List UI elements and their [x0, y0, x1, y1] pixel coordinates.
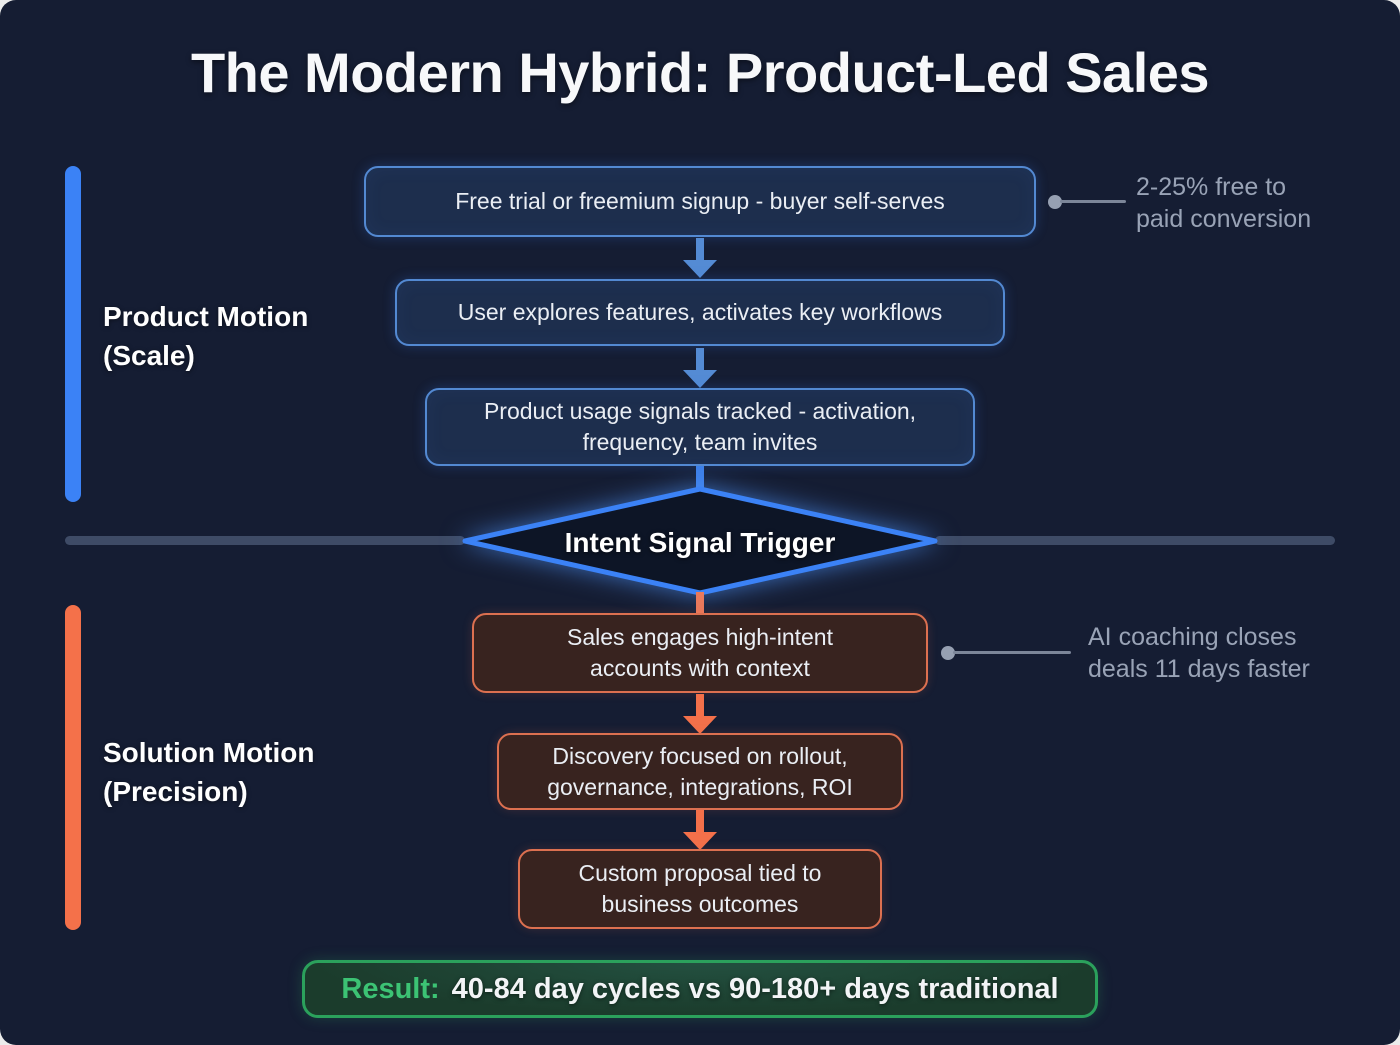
connector-dot-icon: [941, 646, 955, 660]
arrow-stem: [696, 348, 704, 370]
intent-trigger-label: Intent Signal Trigger: [564, 527, 836, 558]
arrow-down-icon: [683, 348, 717, 388]
arrow-head: [683, 370, 717, 388]
solution-motion-rail: [65, 605, 81, 930]
arrow-down-icon: [683, 694, 717, 734]
flow-box-discovery: Discovery focused on rollout, governance…: [497, 733, 903, 810]
flow-box-sales-engages: Sales engages high-intent accounts with …: [472, 613, 928, 693]
solution-motion-label: Solution Motion (Precision): [103, 737, 315, 807]
page-title: The Modern Hybrid: Product-Led Sales: [190, 41, 1210, 104]
annotation-conversion: 2-25% free to paid conversion: [1136, 173, 1312, 233]
result-text: 40-84 day cycles vs 90-180+ days traditi…: [451, 972, 1059, 1005]
arrow-stem: [696, 694, 704, 716]
result-banner: Result: 40-84 day cycles vs 90-180+ days…: [302, 960, 1098, 1018]
divider-line-right: [935, 536, 1335, 545]
arrow-down-icon: [683, 810, 717, 850]
arrow-head: [683, 832, 717, 850]
arrow-stem: [696, 238, 704, 260]
connector-line: [1060, 200, 1126, 203]
result-prefix: Result:: [341, 972, 440, 1005]
flow-box-custom-proposal: Custom proposal tied to business outcome…: [518, 849, 882, 929]
arrow-head: [683, 260, 717, 278]
flow-box-usage-signals: Product usage signals tracked - activati…: [425, 388, 975, 466]
connector-stem-orange: [696, 592, 704, 615]
annotation-ai-coaching: AI coaching closes deals 11 days faster: [1088, 623, 1310, 683]
arrow-head: [683, 716, 717, 734]
connector-stem-blue: [696, 466, 704, 492]
arrow-stem: [696, 810, 704, 832]
product-motion-rail: [65, 166, 81, 502]
connector-dot-icon: [1048, 195, 1062, 209]
divider-line-left: [65, 536, 465, 545]
connector-line: [953, 651, 1071, 654]
product-motion-label: Product Motion (Scale): [103, 301, 309, 371]
arrow-down-icon: [683, 238, 717, 278]
flow-box-explore-features: User explores features, activates key wo…: [395, 279, 1005, 346]
flow-box-free-trial: Free trial or freemium signup - buyer se…: [364, 166, 1036, 237]
